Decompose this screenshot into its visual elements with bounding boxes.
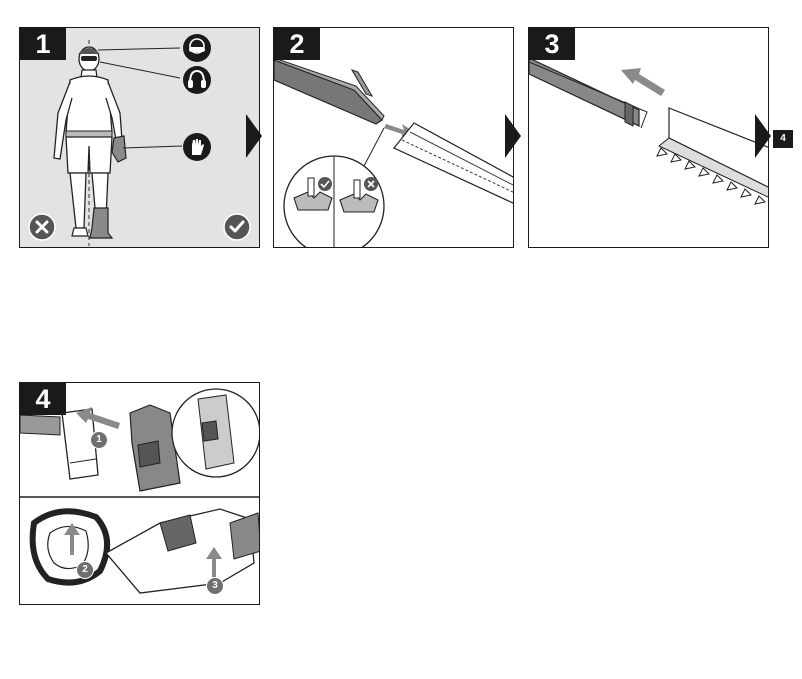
- step-3-label: 3: [529, 28, 575, 60]
- step-4-callout-2: 2: [76, 561, 94, 579]
- person-illustration: [53, 40, 183, 246]
- step-4-panel: 4 1 2 3: [19, 382, 260, 605]
- next-step-arrow: [246, 114, 262, 158]
- blade-guard-illustration: [529, 57, 768, 205]
- step-4-callout-3: 3: [206, 577, 224, 595]
- guard-rail-illustration: [274, 57, 513, 247]
- battery-insertion-illustration: [20, 388, 259, 594]
- step-4-callout-1: 1: [90, 431, 108, 449]
- step-3-panel: 3: [528, 27, 769, 248]
- correct-icon: [223, 213, 251, 241]
- step-4-label: 4: [20, 383, 66, 415]
- safety-glasses-icon: [183, 34, 211, 62]
- step-2-label: 2: [274, 28, 320, 60]
- next-step-arrow: [505, 114, 521, 158]
- incorrect-icon: [28, 213, 56, 241]
- page-reference-badge: 4: [773, 130, 793, 148]
- gloves-icon: [183, 133, 211, 161]
- step-2-panel: 2: [273, 27, 514, 248]
- step-1-panel: 1: [19, 27, 260, 248]
- ear-protection-icon: [183, 66, 211, 94]
- next-step-arrow: [755, 114, 771, 158]
- step-1-label: 1: [20, 28, 66, 60]
